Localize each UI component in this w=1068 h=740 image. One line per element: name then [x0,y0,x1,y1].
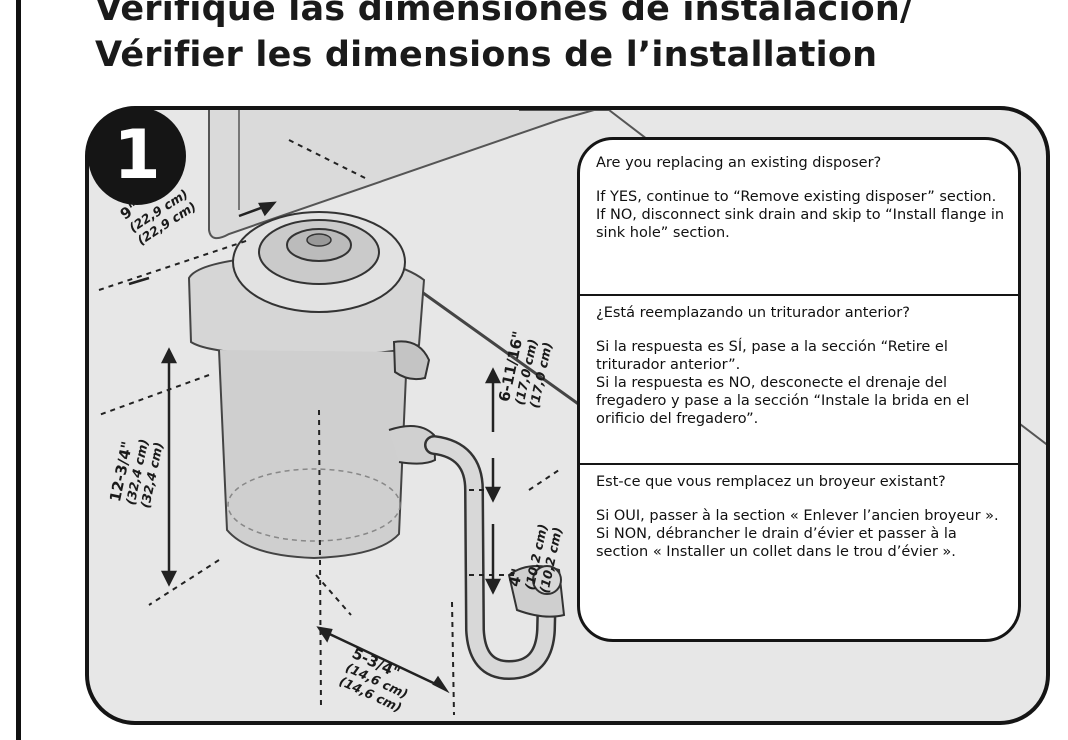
instructions-english: Are you replacing an existing disposer? … [596,154,1010,242]
yes-instruction: Si la respuesta es SÍ, pase a la sección… [596,339,948,373]
question-text: Est-ce que vous remplacez un broyeur exi… [596,474,946,490]
dimension-arrows [128,201,502,694]
sink-bottom-line [418,288,585,410]
section-divider [580,463,1018,465]
p-trap [426,437,555,678]
disposer-diagram [98,110,1046,716]
title-line-spanish: Verifique las dimensiones de instalación… [95,0,914,29]
no-instruction: Si NON, débrancher le drain d’évier et p… [596,526,957,560]
stopper-knob [306,233,332,247]
no-instruction: Si la respuesta es NO, desconecte el dre… [596,375,970,427]
title-line-french: Vérifier les dimensions de l’installatio… [95,35,878,75]
section-divider [580,294,1018,296]
question-text: ¿Está reemplazando un triturador anterio… [596,305,910,321]
dimension-reference-lines [98,139,560,716]
trap-cleanout [532,565,562,595]
question-text: Are you replacing an existing disposer? [596,155,882,171]
disposer-lower-body [218,349,408,560]
sink-bowl-edge [208,110,595,240]
left-margin-rule [16,0,21,740]
dishwasher-inlet [392,340,431,381]
page-title: Verifique las dimensiones de instalación… [95,0,913,78]
instructions-spanish: ¿Está reemplazando un triturador anterio… [596,304,1010,428]
step-number-badge: 1 [88,107,186,205]
yes-instruction: If YES, continue to “Remove existing dis… [596,189,997,205]
instructions-french: Est-ce que vous remplacez un broyeur exi… [596,473,1010,561]
disposer-base-outline [227,468,401,542]
no-instruction: If NO, disconnect sink drain and skip to… [596,207,1005,241]
instruction-callout: Are you replacing an existing disposer? … [577,137,1021,642]
yes-instruction: Si OUI, passer à la section « Enlever l’… [596,508,999,524]
